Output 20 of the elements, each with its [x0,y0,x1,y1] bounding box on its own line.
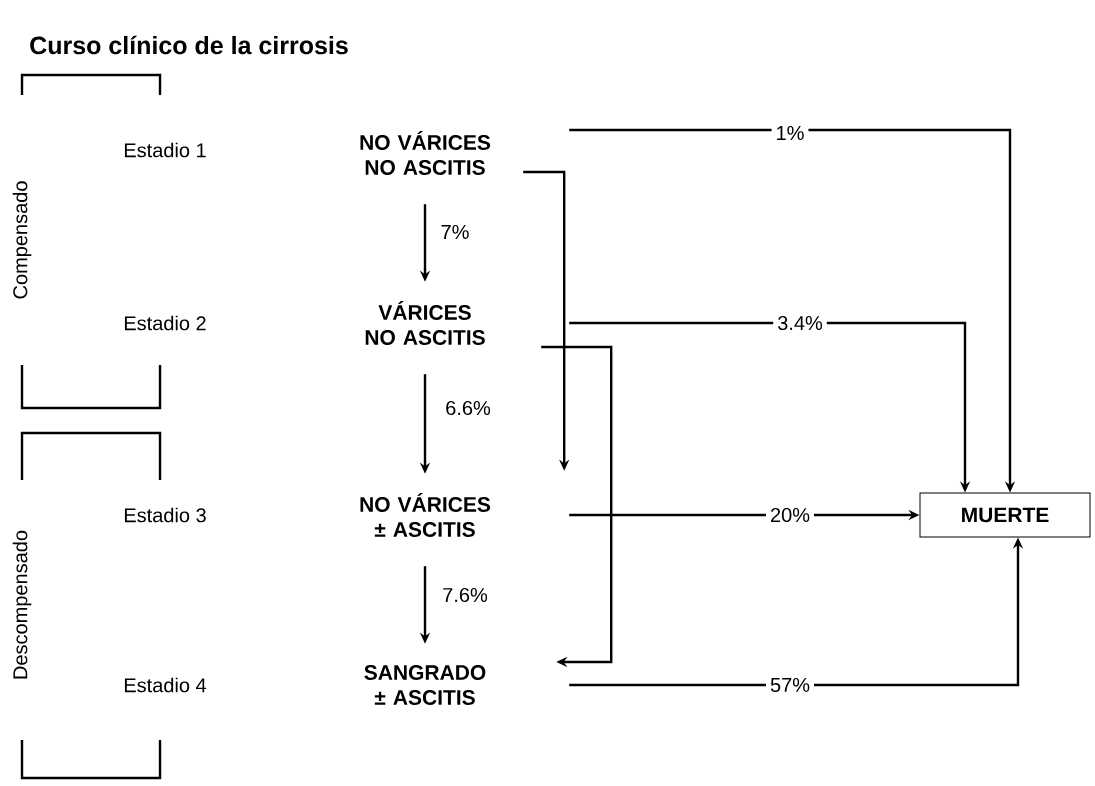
stage-name: Estadio 1 [124,142,206,158]
stage-name: Estadio 4 [124,677,207,693]
end-box: MUERTE [919,492,1091,538]
edge-label: 1% [771,122,809,144]
stage-label: Descompensado [10,527,34,683]
stage-text: SANGRADO ± ASCITIS [364,665,486,705]
edge-label: 7.6% [438,583,492,607]
stage-text: VÁRICES NO ASCITIS [365,301,485,345]
stage-label: Compensado [10,178,34,302]
stage-text: NO VÁRICES ± ASCITIS [360,493,491,537]
edge-label: 6.6% [441,396,495,420]
stage-text: NO VÁRICES NO ASCITIS [360,131,491,175]
title: Curso clínico de la cirrosis [30,35,348,55]
edge-label: 20% [766,503,814,527]
edge-label: 3.4% [773,311,827,335]
stage-name: Estadio 2 [124,315,206,331]
edge-label: 7% [436,221,474,243]
edge-label: 57% [766,673,814,697]
stage-name: Estadio 3 [124,507,206,523]
arrow [541,345,613,668]
